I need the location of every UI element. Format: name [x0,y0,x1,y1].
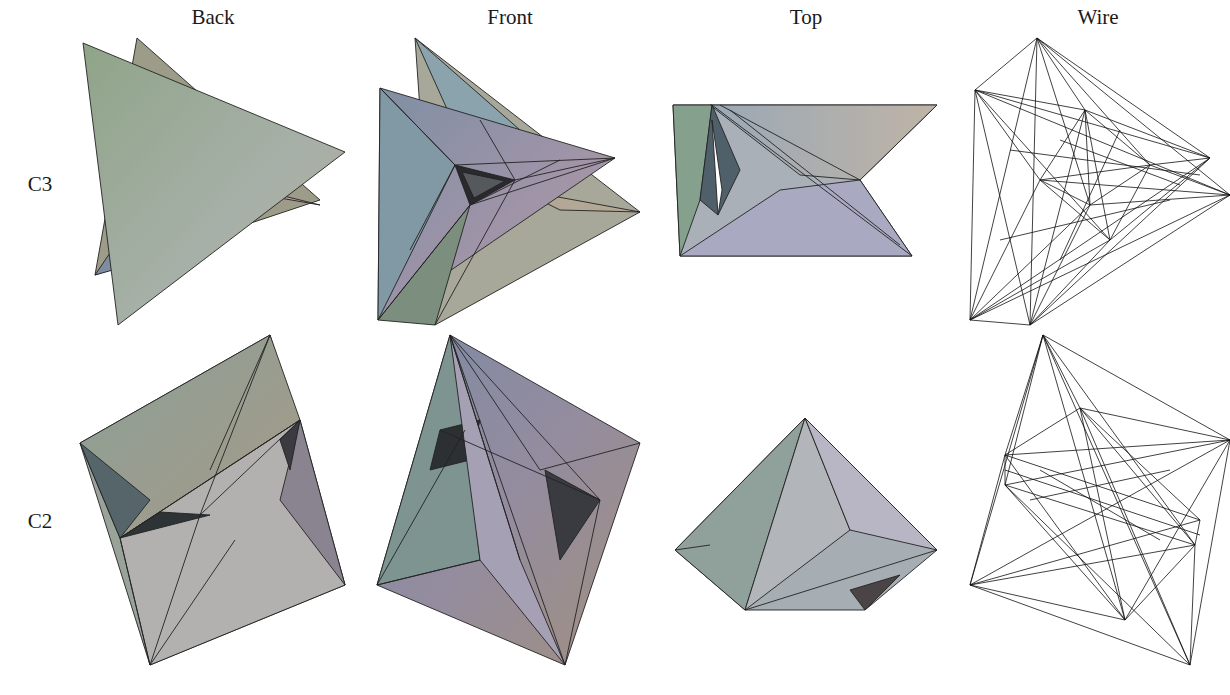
c2-wireframe [970,335,1230,665]
c3-back-view [83,38,345,325]
row-label: C2 [28,509,53,534]
column-heading: Top [790,5,822,30]
row-label: C3 [28,172,53,197]
column-heading: Front [487,5,533,30]
c2-back-view [80,335,345,665]
column-heading: Back [191,5,234,30]
c2-top-view [675,418,937,610]
column-heading: Wire [1077,5,1118,30]
c3-front-view [378,38,640,325]
c3-top-view [673,105,937,256]
c2-front-view [377,335,640,665]
c3-wireframe [970,38,1230,325]
